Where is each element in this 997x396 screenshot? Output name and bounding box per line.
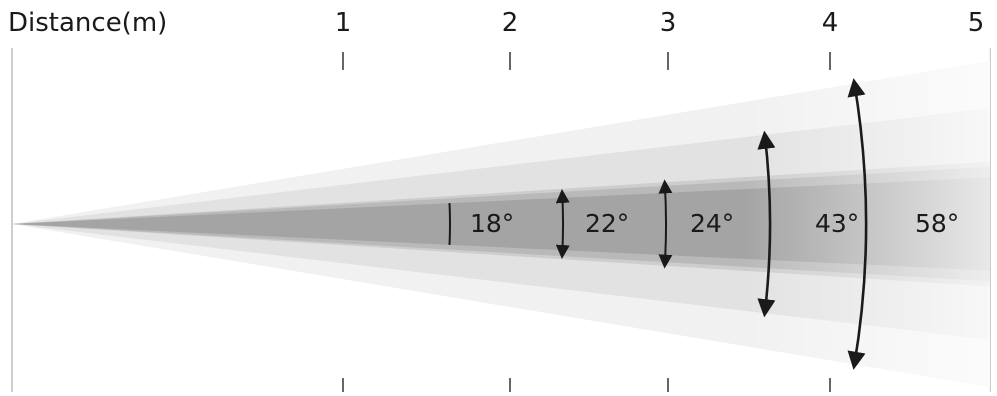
tick-label-2: 2: [501, 8, 519, 38]
tick-label-1: 1: [334, 8, 352, 38]
angle-arc-58: [847, 78, 868, 370]
angle-label-22: 22°: [585, 209, 630, 238]
angle-arc-24: [658, 179, 673, 269]
beam-fade-overlay: [12, 40, 990, 396]
angle-label-24: 24°: [690, 209, 735, 238]
axis-title: Distance(m): [8, 8, 168, 38]
angle-arc-22: [555, 189, 570, 259]
tick-label-5: 5: [967, 8, 985, 38]
angle-label-58: 58°: [915, 209, 960, 238]
tick-label-4: 4: [821, 8, 839, 38]
angle-label-18: 18°: [470, 209, 515, 238]
angle-arc-43: [757, 130, 776, 318]
tick-label-3: 3: [659, 8, 677, 38]
angle-label-43: 43°: [815, 209, 860, 238]
